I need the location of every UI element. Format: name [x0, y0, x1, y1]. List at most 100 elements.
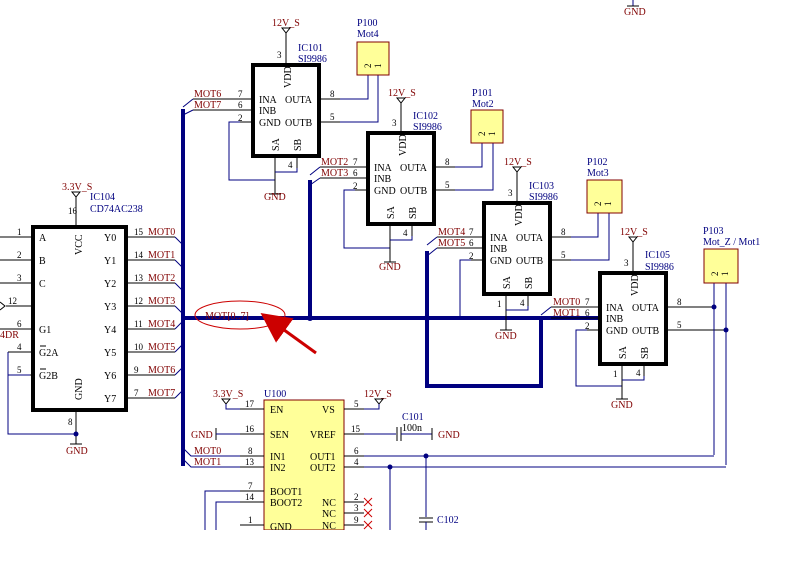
u100-pin6: 6: [354, 446, 359, 456]
p102-pin2: 2: [593, 202, 603, 207]
ic102-outa: OUTA: [400, 163, 428, 174]
ic102-inb: INB: [374, 174, 392, 185]
c101-capacitor[interactable]: C101 100n GND: [364, 412, 460, 441]
ic104-vcc-label: VCC: [74, 234, 85, 255]
u100[interactable]: U100 3.3V_S 12V_S 17 16 8 13 7 14 1 EN S…: [182, 389, 726, 533]
u100-nc3: NC: [322, 521, 336, 532]
net-mot6: MOT6: [148, 365, 175, 376]
ic103-pin4: 4: [520, 298, 525, 308]
ic101-sa: SA: [271, 137, 282, 151]
u100-pin8: 8: [248, 446, 253, 456]
ic101-outb: OUTB: [285, 118, 313, 129]
ic103-pin1: 1: [497, 299, 502, 309]
ic102-pin5: 5: [445, 180, 450, 190]
u100-out2: OUT2: [310, 463, 336, 474]
ic101-pin7: 7: [238, 89, 243, 99]
net-mot0: MOT0: [148, 227, 175, 238]
ic103-ina: INA: [490, 233, 509, 244]
ic104-gnd-label: GND: [74, 378, 85, 400]
u100-net-mot1: MOT1: [194, 457, 221, 468]
ic103-net-mot4: MOT4: [438, 227, 465, 238]
p101-connector[interactable]: P101 Mot2 2 1: [470, 88, 504, 144]
ic103-pin8: 8: [561, 227, 566, 237]
u100-ref: U100: [264, 389, 286, 400]
ic104-pin-g2b-num: 5: [17, 365, 22, 375]
p101-name: Mot2: [472, 99, 494, 110]
ic101-power: 12V_S: [272, 18, 300, 29]
gnd-symbol-topright: GND: [624, 0, 646, 18]
no-connect-marks: [363, 497, 373, 530]
ic104-pin12: 12: [134, 296, 143, 306]
c101-value: 100n: [402, 423, 422, 434]
u100-nc2: NC: [322, 509, 336, 520]
ic105-pin1: 1: [613, 369, 618, 379]
ic104-pin9: 9: [134, 365, 139, 375]
u100-net-mot0: MOT0: [194, 446, 221, 457]
p103-connector[interactable]: P103 Mot_Z / Mot1 2 1: [703, 226, 760, 284]
ic102-pin2: 2: [353, 181, 358, 191]
p100-connector[interactable]: P100 Mot4 2 1: [356, 18, 390, 76]
ic104-y5: Y5: [104, 348, 116, 359]
u100-boot1: BOOT1: [270, 487, 302, 498]
u100-gnd: GND: [270, 522, 292, 533]
ic104-y1: Y1: [104, 256, 116, 267]
ic104-pin8: 8: [68, 417, 73, 427]
u100-out1: OUT1: [310, 452, 336, 463]
bottom-blank: [0, 530, 791, 576]
ic104-pin7: 7: [134, 388, 139, 398]
ic101[interactable]: IC101 SI9986 12V_S 3 VDD INA INB GND OUT…: [182, 18, 379, 203]
p103-pin1: 1: [720, 272, 730, 277]
ic103[interactable]: IC103 SI9986 12V_S 3 VDD INA INB GND OUT…: [426, 157, 610, 342]
c101-gnd: GND: [438, 430, 460, 441]
ic103-pin3: 3: [508, 188, 513, 198]
ic102[interactable]: IC102 SI9986 12V_S 3 VDD INA INB GND OUT…: [309, 88, 494, 273]
p103-pin2: 2: [710, 272, 720, 277]
ic103-part: SI9986: [529, 192, 558, 203]
ic102-pin8: 8: [445, 157, 450, 167]
ic105-power: 12V_S: [620, 227, 648, 238]
u100-pin1: 1: [248, 515, 253, 525]
ic104-pin13: 13: [134, 273, 144, 283]
ic105-ref: IC105: [645, 250, 670, 261]
net-mot7: MOT7: [148, 388, 175, 399]
ic102-pin4: 4: [403, 228, 408, 238]
u100-pin17: 17: [245, 399, 255, 409]
p101-pin2: 2: [477, 132, 487, 137]
ic104[interactable]: IC104 CD74AC238 3.3V_S 16 VCC GND 8 GND …: [0, 182, 175, 457]
ic103-outb: OUTB: [516, 256, 544, 267]
ic104-g2b: G2B: [39, 371, 58, 382]
u100-pin4: 4: [354, 457, 359, 467]
ic103-pin6: 6: [469, 238, 474, 248]
ic102-sa: SA: [386, 205, 397, 219]
p100-pin2: 2: [363, 64, 373, 69]
bus-highlight-annotation: MOT[0..7]: [194, 300, 317, 355]
p101-pin1: 1: [487, 132, 497, 137]
p102-connector[interactable]: P102 Mot3 2 1: [586, 157, 623, 214]
ic102-pin6: 6: [353, 168, 358, 178]
ic105-sb: SB: [640, 346, 651, 359]
ic105[interactable]: IC105 SI9986 12V_S 3 VDD INA INB GND OUT…: [540, 227, 729, 465]
ic101-pin8: 8: [330, 89, 335, 99]
ic101-pin6: 6: [238, 100, 243, 110]
ic101-net-mot7: MOT7: [194, 100, 221, 111]
ic103-vdd: VDD: [514, 204, 525, 226]
ic105-net-mot0: MOT0: [553, 297, 580, 308]
p103-name: Mot_Z / Mot1: [703, 237, 760, 248]
ic104-a: A: [39, 233, 47, 244]
ic103-gndsym: GND: [495, 331, 517, 342]
u100-in2: IN2: [270, 463, 286, 474]
ic104-g1: G1: [39, 325, 51, 336]
ic102-part: SI9986: [413, 122, 442, 133]
ic101-vdd: VDD: [283, 66, 294, 88]
ic104-pin-b-num: 2: [17, 250, 22, 260]
ic104-pin-a-num: 1: [17, 227, 22, 237]
ic105-part: SI9986: [645, 262, 674, 273]
c102-capacitor[interactable]: C102: [419, 456, 459, 530]
ic102-outb: OUTB: [400, 186, 428, 197]
p103-ref: P103: [703, 226, 724, 237]
ic103-sb: SB: [524, 276, 535, 289]
ic105-net-mot1: MOT1: [553, 308, 580, 319]
ic105-vdd: VDD: [630, 274, 641, 296]
ic104-pin-g1-num: 6: [17, 319, 22, 329]
ic101-gnd: GND: [259, 118, 281, 129]
